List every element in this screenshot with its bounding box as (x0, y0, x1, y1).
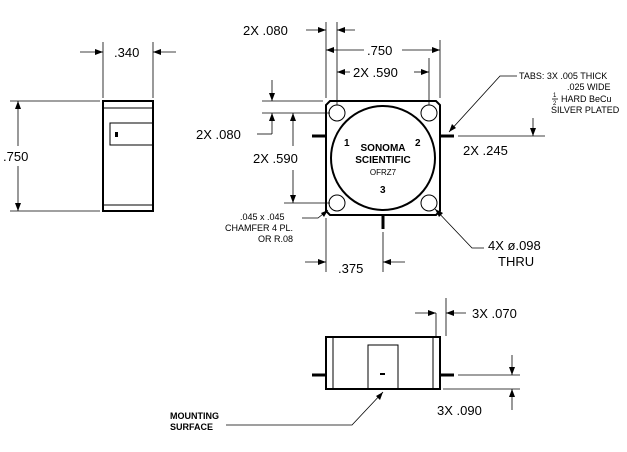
brand-line-2: SCIENTIFIC (355, 155, 411, 166)
model-number: OFRZ7 (370, 168, 397, 177)
arrowhead (290, 195, 296, 203)
arrowhead (435, 209, 443, 217)
tabs-leader (448, 75, 517, 133)
arrowhead (421, 69, 429, 75)
dim-hole-pitch-left: 2X .080 (196, 127, 241, 142)
holes-note-line-2: THRU (498, 254, 534, 269)
side-view-tab (115, 132, 118, 137)
port-1-label: 1 (344, 138, 350, 149)
arrowhead (269, 93, 275, 101)
front-view-tab (380, 373, 385, 375)
dim-hole-spacing-x: 2X .590 (353, 65, 398, 80)
dim-tab-offset: 2X .245 (463, 143, 508, 158)
side-view: .340 .750 (3, 42, 176, 212)
side-view-body (102, 100, 154, 212)
tabs-note-line-2: .025 WIDE (567, 82, 611, 92)
dim-side-width: .340 (114, 45, 139, 60)
arrowhead (321, 210, 328, 217)
dim-bottom-tab: .375 (338, 261, 363, 276)
arrowhead (432, 47, 440, 53)
mounting-hole-bottom-left (328, 194, 346, 212)
arrowhead (15, 101, 21, 109)
top-view: SONOMA SCIENTIFIC OFRZ7 1 2 3 2X .080 .7… (196, 22, 620, 276)
mounting-surface-leader (226, 391, 384, 426)
chamfer-note-line-1: .045 x .045 (240, 212, 285, 222)
top-view-body (325, 100, 441, 216)
arrowhead (15, 203, 21, 211)
tabs-note-line-4: SILVER PLATED (551, 105, 620, 115)
arrowhead (318, 27, 326, 33)
chamfer-note-line-3: OR R.08 (258, 234, 293, 244)
ferrite-disc (330, 105, 436, 211)
arrowhead (509, 367, 515, 375)
arrowhead (337, 69, 345, 75)
arrowhead (269, 113, 275, 121)
front-view-tab-slot (367, 344, 399, 390)
holes-note-line-1: 4X ø.098 (488, 238, 541, 253)
arrowhead (95, 49, 103, 55)
arrowhead (326, 47, 334, 53)
dim-tab-height: 3X .070 (472, 306, 517, 321)
arrowhead (153, 49, 161, 55)
arrowhead (509, 389, 515, 397)
mounting-hole-bottom-right (420, 194, 438, 212)
dim-overall-width: .750 (367, 43, 392, 58)
front-view: 3X .070 3X .090 MOUNTING SURFACE (170, 298, 520, 432)
tabs-note-line-1: TABS: 3X .005 THICK (519, 71, 607, 81)
arrowhead (376, 392, 383, 400)
arrowhead (428, 310, 436, 316)
mounting-hole-top-left (328, 104, 346, 122)
tabs-note-line-3: HARD BeCu (561, 94, 612, 104)
arrowhead (530, 128, 536, 136)
dim-base-offset: 3X .090 (437, 403, 482, 418)
tabs-note-fraction-den: 2 (553, 101, 557, 107)
port-3-label: 3 (380, 185, 386, 196)
holes-leader (434, 208, 484, 249)
chamfer-note-line-2: CHAMFER 4 PL. (225, 223, 293, 233)
dim-hole-pitch-top: 2X .080 (243, 23, 288, 38)
port-2-label: 2 (415, 138, 421, 149)
tabs-note-fraction-num: 1 (553, 93, 557, 99)
arrowhead (318, 259, 326, 265)
arrowhead (449, 124, 456, 132)
arrowhead (290, 113, 296, 121)
dim-hole-spacing-y: 2X .590 (253, 151, 298, 166)
brand-line-1: SONOMA (361, 143, 406, 154)
mounting-hole-top-right (420, 104, 438, 122)
arrowhead (446, 310, 454, 316)
mounting-surface-line-2: SURFACE (170, 422, 213, 432)
mounting-surface-line-1: MOUNTING (170, 411, 219, 421)
dim-side-height: .750 (3, 149, 28, 164)
side-view-tab-slot (109, 122, 154, 146)
arrowhead (337, 27, 345, 33)
arrowhead (383, 259, 391, 265)
